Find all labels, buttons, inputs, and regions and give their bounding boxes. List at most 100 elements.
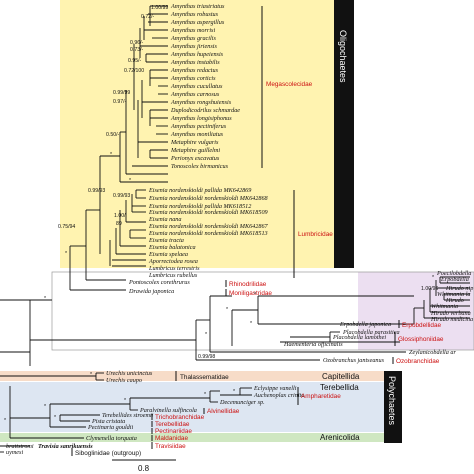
taxon-label: Pista cristata [91, 418, 125, 425]
taxon-label: Aporrectodea rosea [148, 258, 198, 265]
maldanidae-label: Maldanidae [155, 435, 188, 442]
moniligastridae-label: Moniligastridae [229, 290, 272, 297]
taxon-label: Hirudo medicina [430, 316, 473, 323]
taxon-label: Erpobdella [440, 276, 469, 283]
taxon-label: Amynthas rongshuiensis [170, 99, 232, 106]
pectinariidae-label: Pectinariidae [155, 428, 192, 435]
support-value: 0.95/- [128, 58, 142, 64]
support-value: 0.96/- [130, 40, 144, 46]
taxon-label: Clymenella torquata [86, 435, 137, 442]
rhinodrilidae-label: Rhinodrilidae [229, 281, 267, 288]
oligochaete-taxa: Amynthas triastriatus Amynthas robustus … [128, 3, 269, 295]
taxon-label: Amynthas robustus [170, 11, 219, 18]
taxon-label: Amynthas gracilis [170, 35, 216, 42]
support-value: 1.00/99 [151, 5, 168, 11]
taxon-label: Placobdella parasitica [342, 329, 400, 336]
support-value: 1.00/96 [421, 286, 438, 292]
support-value: 0.99/93 [113, 193, 130, 199]
taxon-label: Amynthas jiriensis [170, 43, 217, 50]
taxon-label: Urechis unicinctus [106, 370, 153, 377]
polychaetes-label: Polychaetes [387, 376, 397, 426]
thalassematidae-label: Thalassematidae [180, 374, 229, 381]
taxon-label: Hirudo nip [445, 285, 473, 292]
support-value: * [204, 392, 206, 398]
taxon-label: Amynthas moniliatus [170, 131, 224, 138]
taxon-label: Duplodicodrilus schmardae [170, 107, 240, 114]
siboglinidae-label: Siboglinidae (outgroup) [75, 450, 141, 457]
taxon-label: Travisia sanrikuensis [38, 443, 93, 450]
taxon-label: Paralvinella sulfincola [139, 407, 197, 414]
taxon-label: Amynthas hupeiensis [170, 51, 224, 58]
taxon-label: Whitmania [431, 303, 458, 310]
taxon-label: Terebellides stroemii [102, 412, 154, 419]
hirudinea-box [358, 272, 474, 350]
travisiidae-label: Travisiidae [155, 443, 186, 450]
support-value: * [44, 404, 46, 410]
capitellida-box [0, 371, 384, 381]
support-value: * [124, 398, 126, 404]
lumbricidae-label: Lumbricidae [298, 231, 333, 238]
hirudinea-outline [51, 271, 474, 351]
taxon-label: Eisenia balatonica [148, 244, 196, 251]
support-value: 0.72/- [141, 14, 155, 20]
megascolecidae-label: Megascolecidae [266, 81, 313, 88]
support-values: 1.00/99 0.72/- 0.96/- 0.73/- 0.95/- 0.72… [4, 5, 438, 424]
support-value: * [44, 296, 46, 302]
taxon-label: Eisenia nordenskioldi nordenskioldi MK64… [148, 195, 269, 202]
terebellida-box [0, 382, 384, 432]
erpobdellidae-label: Erpobdellidae [402, 322, 442, 329]
taxon-label: Amynthas redactus [170, 67, 219, 74]
polychaetes-band [384, 371, 402, 443]
ozobranchidae-label: Ozobranchidae [396, 358, 440, 365]
support-value: * [250, 321, 252, 327]
support-value: 0.72/100 [124, 68, 144, 74]
taxon-label: brattstromi [6, 443, 34, 450]
support-value: 0.99/93 [88, 188, 105, 194]
taxon-label: Auchenoplax crinita [253, 392, 304, 399]
support-value: 0.73/- [130, 47, 144, 53]
taxon-label: Eclysippe vanelli [253, 385, 297, 392]
taxon-label: Lumbricus rubellus [148, 272, 198, 279]
megascolecidae-clade [119, 5, 168, 183]
support-value: 0.99/99 [113, 90, 130, 96]
hirudinea-clade [0, 276, 470, 366]
support-value: 0.50/- [106, 132, 120, 138]
taxon-label: Amynthas pectiniferus [170, 123, 227, 130]
oligochaetes-band [334, 0, 354, 268]
taxon-label: Lumbricus terrestris [148, 265, 200, 272]
taxon-label: Metaphire vulgaris [170, 139, 219, 146]
glossiphoniidae-label: Glossiphoniidae [398, 336, 444, 343]
arenicolida-label: Arenicolida [320, 433, 360, 442]
hirudinea-taxa: Poecilobdella Erpobdella Hirudo nip Whit… [283, 270, 473, 364]
support-value: * [205, 332, 207, 338]
ampharetidae-label: Ampharetidae [301, 393, 341, 400]
support-value: * [254, 292, 256, 298]
taxon-label: Eisenia nordenskioldi nordenskioldi MK64… [148, 223, 269, 230]
taxon-label: Eisenia nana [148, 216, 181, 223]
taxon-label: Pectinaria gouldii [87, 424, 133, 431]
alvinellidae-label: Alvinellidae [207, 408, 240, 415]
trichobranchidae-label: Trichobranchidae [155, 414, 205, 421]
taxon-label: Amynthas corticis [170, 75, 216, 82]
taxon-label: Zeylanicobdella ar [409, 349, 457, 356]
support-value: 0.75/94 [58, 224, 75, 230]
arenicolida-box [0, 433, 384, 442]
taxon-label: Hirudo [445, 297, 464, 304]
support-value: * [432, 275, 434, 281]
support-value: * [226, 307, 228, 313]
support-value: * [233, 389, 235, 395]
taxon-label: Tonoscolex birmanicus [171, 163, 229, 170]
support-value: * [90, 372, 92, 378]
taxon-label: Haementeria officinalis [283, 341, 343, 348]
taxon-label: Whitmania la [437, 291, 471, 298]
support-value: 1.00/ [114, 213, 126, 219]
taxon-label: Eisenia spelaea [148, 251, 188, 258]
taxon-label: Ozobranchus jantseanus [323, 357, 385, 364]
taxon-label: Amynthas carnosus [170, 91, 220, 98]
taxon-label: Amynthas aspergillus [170, 19, 225, 26]
taxon-label: Erpobdella japonica [339, 321, 391, 328]
polychaete-clade [0, 372, 252, 453]
taxon-label: Eisenia tracta [148, 237, 184, 244]
taxon-label: Poecilobdella [436, 270, 471, 277]
lumbricidae-clade [69, 155, 146, 291]
